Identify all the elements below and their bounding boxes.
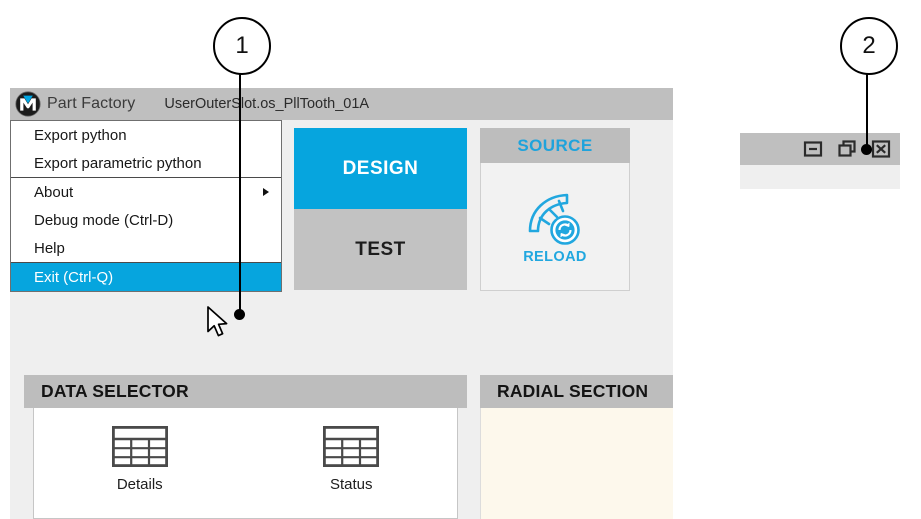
minimize-button[interactable] [802,138,824,160]
menu-item-exit[interactable]: Exit (Ctrl-Q) [11,263,281,291]
data-selector-header: DATA SELECTOR [24,375,467,408]
table-icon [111,426,168,467]
menu-item-debug-mode[interactable]: Debug mode (Ctrl-D) [11,206,281,234]
menu-item-label: Debug mode (Ctrl-D) [34,211,174,229]
callout-2-circle: 2 [840,17,898,75]
tab-test[interactable]: TEST [294,209,467,290]
radial-section-panel: RADIAL SECTION [480,375,673,519]
restore-button[interactable] [836,138,858,160]
tab-design-label: DESIGN [342,157,419,179]
restore-icon [838,140,856,157]
close-button[interactable] [870,138,892,160]
callout-1-leader-line [239,70,241,315]
table-icon [323,426,380,467]
mouse-pointer-icon [207,306,228,337]
part-factory-logo-icon [15,91,41,117]
data-selector-panel: DATA SELECTOR Details [24,375,467,519]
callout-1-endpoint-dot [234,309,245,320]
reload-button[interactable]: RELOAD [480,163,630,291]
callout-1-number: 1 [235,32,249,59]
data-item-status-label: Status [329,476,373,493]
callout-2-number: 2 [862,32,876,59]
callout-2: 2 [840,17,898,75]
menu-item-label: About [34,183,74,201]
window-controls-window [740,133,900,189]
callout-2-endpoint-dot [861,144,872,155]
window-controls-bar [740,133,900,165]
callout-1: 1 [213,17,271,75]
source-panel-header: SOURCE [480,128,630,163]
close-icon [871,140,891,158]
data-item-status[interactable]: Status [246,426,458,493]
menu-separator [11,262,281,263]
radial-section-body [480,408,673,519]
chevron-right-icon [263,188,269,196]
radial-section-header: RADIAL SECTION [480,375,673,408]
data-item-details-label: Details [116,476,163,493]
application-window: Part Factory UserOuterSlot.os_PllTooth_0… [10,88,673,519]
callout-2-leader-line [866,70,868,153]
application-menu: Export python Export parametric python A… [10,120,282,292]
tab-design[interactable]: DESIGN [294,128,467,209]
menu-item-label: Export python [34,126,127,144]
window-client-area [740,165,900,189]
menu-item-about[interactable]: About [11,178,281,206]
menu-item-export-python[interactable]: Export python [11,121,281,149]
document-title: UserOuterSlot.os_PllTooth_01A [164,96,370,112]
callout-1-circle: 1 [213,17,271,75]
mode-tab-group: DESIGN TEST [294,128,467,291]
reload-label: RELOAD [523,248,587,265]
title-bar: Part Factory UserOuterSlot.os_PllTooth_0… [10,88,673,120]
menu-separator [11,177,281,178]
menu-item-export-parametric-python[interactable]: Export parametric python [11,149,281,177]
minimize-icon [803,141,823,157]
menu-item-help[interactable]: Help [11,234,281,262]
app-body: DESIGN TEST SOURCE [10,120,673,519]
tab-test-label: TEST [355,238,406,260]
source-panel: SOURCE RELOAD [480,128,630,291]
data-item-details[interactable]: Details [34,426,246,493]
menu-item-label: Exit (Ctrl-Q) [34,268,114,286]
gear-tooth-refresh-icon [528,193,580,245]
data-selector-body: Details Status [33,408,458,519]
app-name: Part Factory [47,95,136,112]
menu-item-label: Help [34,239,65,257]
menu-item-label: Export parametric python [34,154,202,172]
